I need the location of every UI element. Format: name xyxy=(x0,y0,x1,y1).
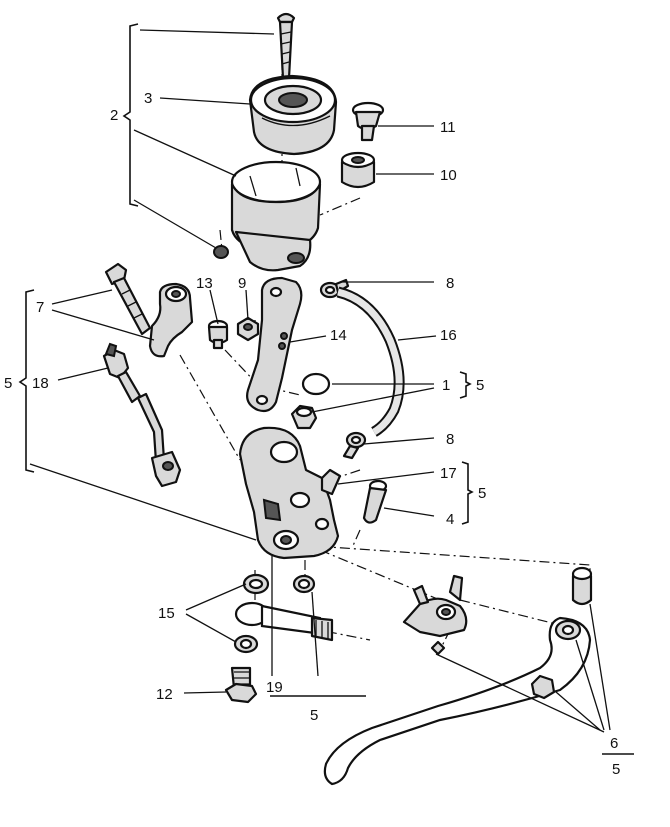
callout-5-bottom-right: 5 xyxy=(612,761,620,778)
banjo-washer-lower xyxy=(233,634,259,654)
switch-bolt xyxy=(104,262,152,336)
callout-8-lower: 8 xyxy=(446,431,454,448)
reservoir-nut xyxy=(213,245,229,259)
callout-10: 10 xyxy=(440,167,457,184)
callout-5-left: 5 xyxy=(4,375,12,392)
fluid-reservoir xyxy=(230,160,322,272)
callout-16: 16 xyxy=(440,327,457,344)
leader-lines xyxy=(29,29,611,733)
piston-cap xyxy=(301,372,331,396)
bracket-screw xyxy=(207,319,229,350)
callout-11: 11 xyxy=(440,119,456,136)
callout-4: 4 xyxy=(446,511,454,528)
piston-seal xyxy=(290,404,318,430)
callout-9: 9 xyxy=(238,275,246,292)
reservoir-bracket-screw xyxy=(276,12,296,80)
bracket-nut xyxy=(236,316,260,342)
mounting-bracket xyxy=(246,276,303,413)
banjo-fitting xyxy=(234,601,334,642)
callout-6: 6 xyxy=(610,735,618,752)
callout-5-bottom: 5 xyxy=(310,707,318,724)
assembly-guide-lines xyxy=(179,40,591,651)
callout-15: 15 xyxy=(158,605,175,622)
callout-labels: 2 3 11 10 8 7 13 9 14 16 5 18 1 5 8 17 5… xyxy=(4,90,620,778)
callout-14: 14 xyxy=(330,327,347,344)
brake-lever xyxy=(323,616,592,786)
hose-clamp-lower xyxy=(342,431,367,460)
lever-bushing xyxy=(571,566,593,606)
pivot-bushing xyxy=(362,479,388,524)
callout-7: 7 xyxy=(36,299,44,316)
reservoir-cap xyxy=(248,74,338,156)
callout-19: 19 xyxy=(266,679,283,696)
reservoir-seal xyxy=(340,151,376,189)
lever-adjuster xyxy=(402,574,468,656)
callout-18: 18 xyxy=(32,375,49,392)
pushrod-pin xyxy=(320,468,342,496)
callout-5-right-middle: 5 xyxy=(478,485,486,502)
bleed-screw-cap xyxy=(351,101,385,142)
callout-8-upper: 8 xyxy=(446,275,454,292)
adjuster-nut xyxy=(292,574,316,594)
reservoir-hose xyxy=(336,286,405,437)
callout-1: 1 xyxy=(442,377,450,394)
callout-5-right-upper: 5 xyxy=(476,377,484,394)
brake-light-switch xyxy=(102,342,182,488)
callout-2: 2 xyxy=(110,107,118,124)
callout-13: 13 xyxy=(196,275,213,292)
group-brackets xyxy=(18,23,634,755)
switch-clamp xyxy=(148,282,194,358)
banjo-washer-upper xyxy=(242,573,270,595)
callout-12: 12 xyxy=(156,686,173,703)
master-cylinder-body xyxy=(238,426,340,560)
banjo-bolt xyxy=(224,666,258,704)
callout-17: 17 xyxy=(440,465,457,482)
callout-3: 3 xyxy=(144,90,152,107)
